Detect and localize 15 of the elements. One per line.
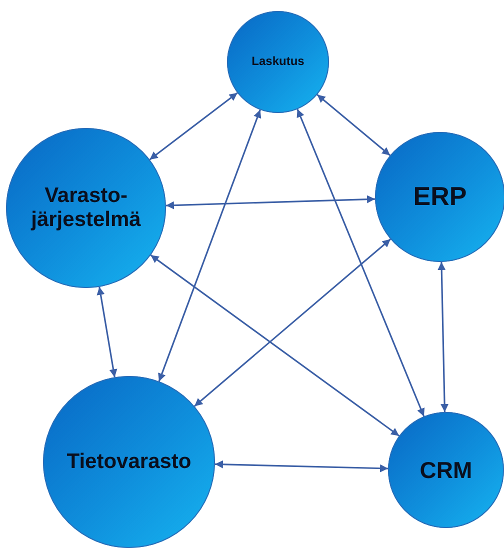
double-arrow bbox=[158, 110, 262, 382]
node-label: CRM bbox=[420, 456, 472, 484]
double-arrow bbox=[296, 108, 425, 417]
double-arrow bbox=[316, 94, 391, 156]
double-arrow bbox=[149, 92, 238, 160]
double-arrow bbox=[96, 286, 118, 378]
node-label: ERP bbox=[413, 182, 467, 212]
node-label: Tietovarasto bbox=[66, 450, 192, 474]
double-arrow bbox=[438, 262, 449, 412]
node-label: Laskutus bbox=[252, 55, 304, 69]
double-arrow bbox=[166, 195, 376, 210]
node-label: Varasto- järjestelmä bbox=[30, 184, 142, 232]
double-arrow bbox=[194, 238, 392, 407]
double-arrow bbox=[214, 460, 388, 472]
double-arrow bbox=[150, 254, 400, 437]
